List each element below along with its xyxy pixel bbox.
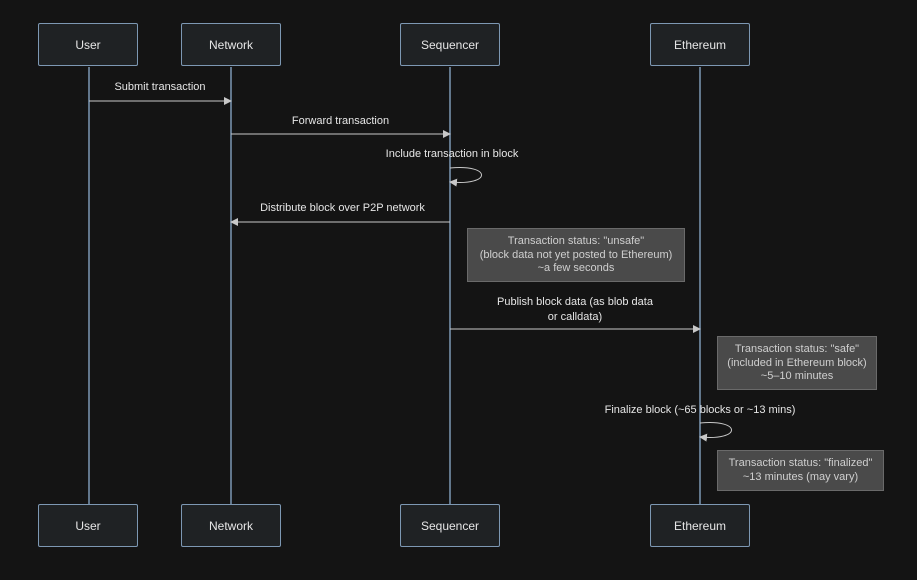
actor-network-top: Network: [181, 23, 281, 66]
actor-user-top: User: [38, 23, 138, 66]
note-status-unsafe: Transaction status: "unsafe" (block data…: [467, 228, 685, 282]
label-finalize-block: Finalize block (~65 blocks or ~13 mins): [604, 404, 796, 416]
note-status-safe: Transaction status: "safe" (included in …: [717, 336, 877, 390]
label-submit-transaction: Submit transaction: [114, 81, 206, 93]
actor-network-bottom: Network: [181, 504, 281, 547]
arrow-include-transaction-self: [449, 167, 482, 187]
label-distribute-block: Distribute block over P2P network: [260, 202, 425, 214]
actor-user-bottom: User: [38, 504, 138, 547]
note-status-finalized: Transaction status: "finalized" ~13 minu…: [717, 450, 884, 491]
actor-ethereum-bottom: Ethereum: [650, 504, 750, 547]
actor-sequencer-bottom: Sequencer: [400, 504, 500, 547]
actor-ethereum-top: Ethereum: [650, 23, 750, 66]
actor-sequencer-top: Sequencer: [400, 23, 500, 66]
label-publish-block-data: Publish block data (as blob data or call…: [497, 296, 653, 323]
label-include-transaction: Include transaction in block: [385, 148, 519, 160]
label-forward-transaction: Forward transaction: [291, 115, 390, 127]
arrow-finalize-block-self: [699, 422, 732, 442]
